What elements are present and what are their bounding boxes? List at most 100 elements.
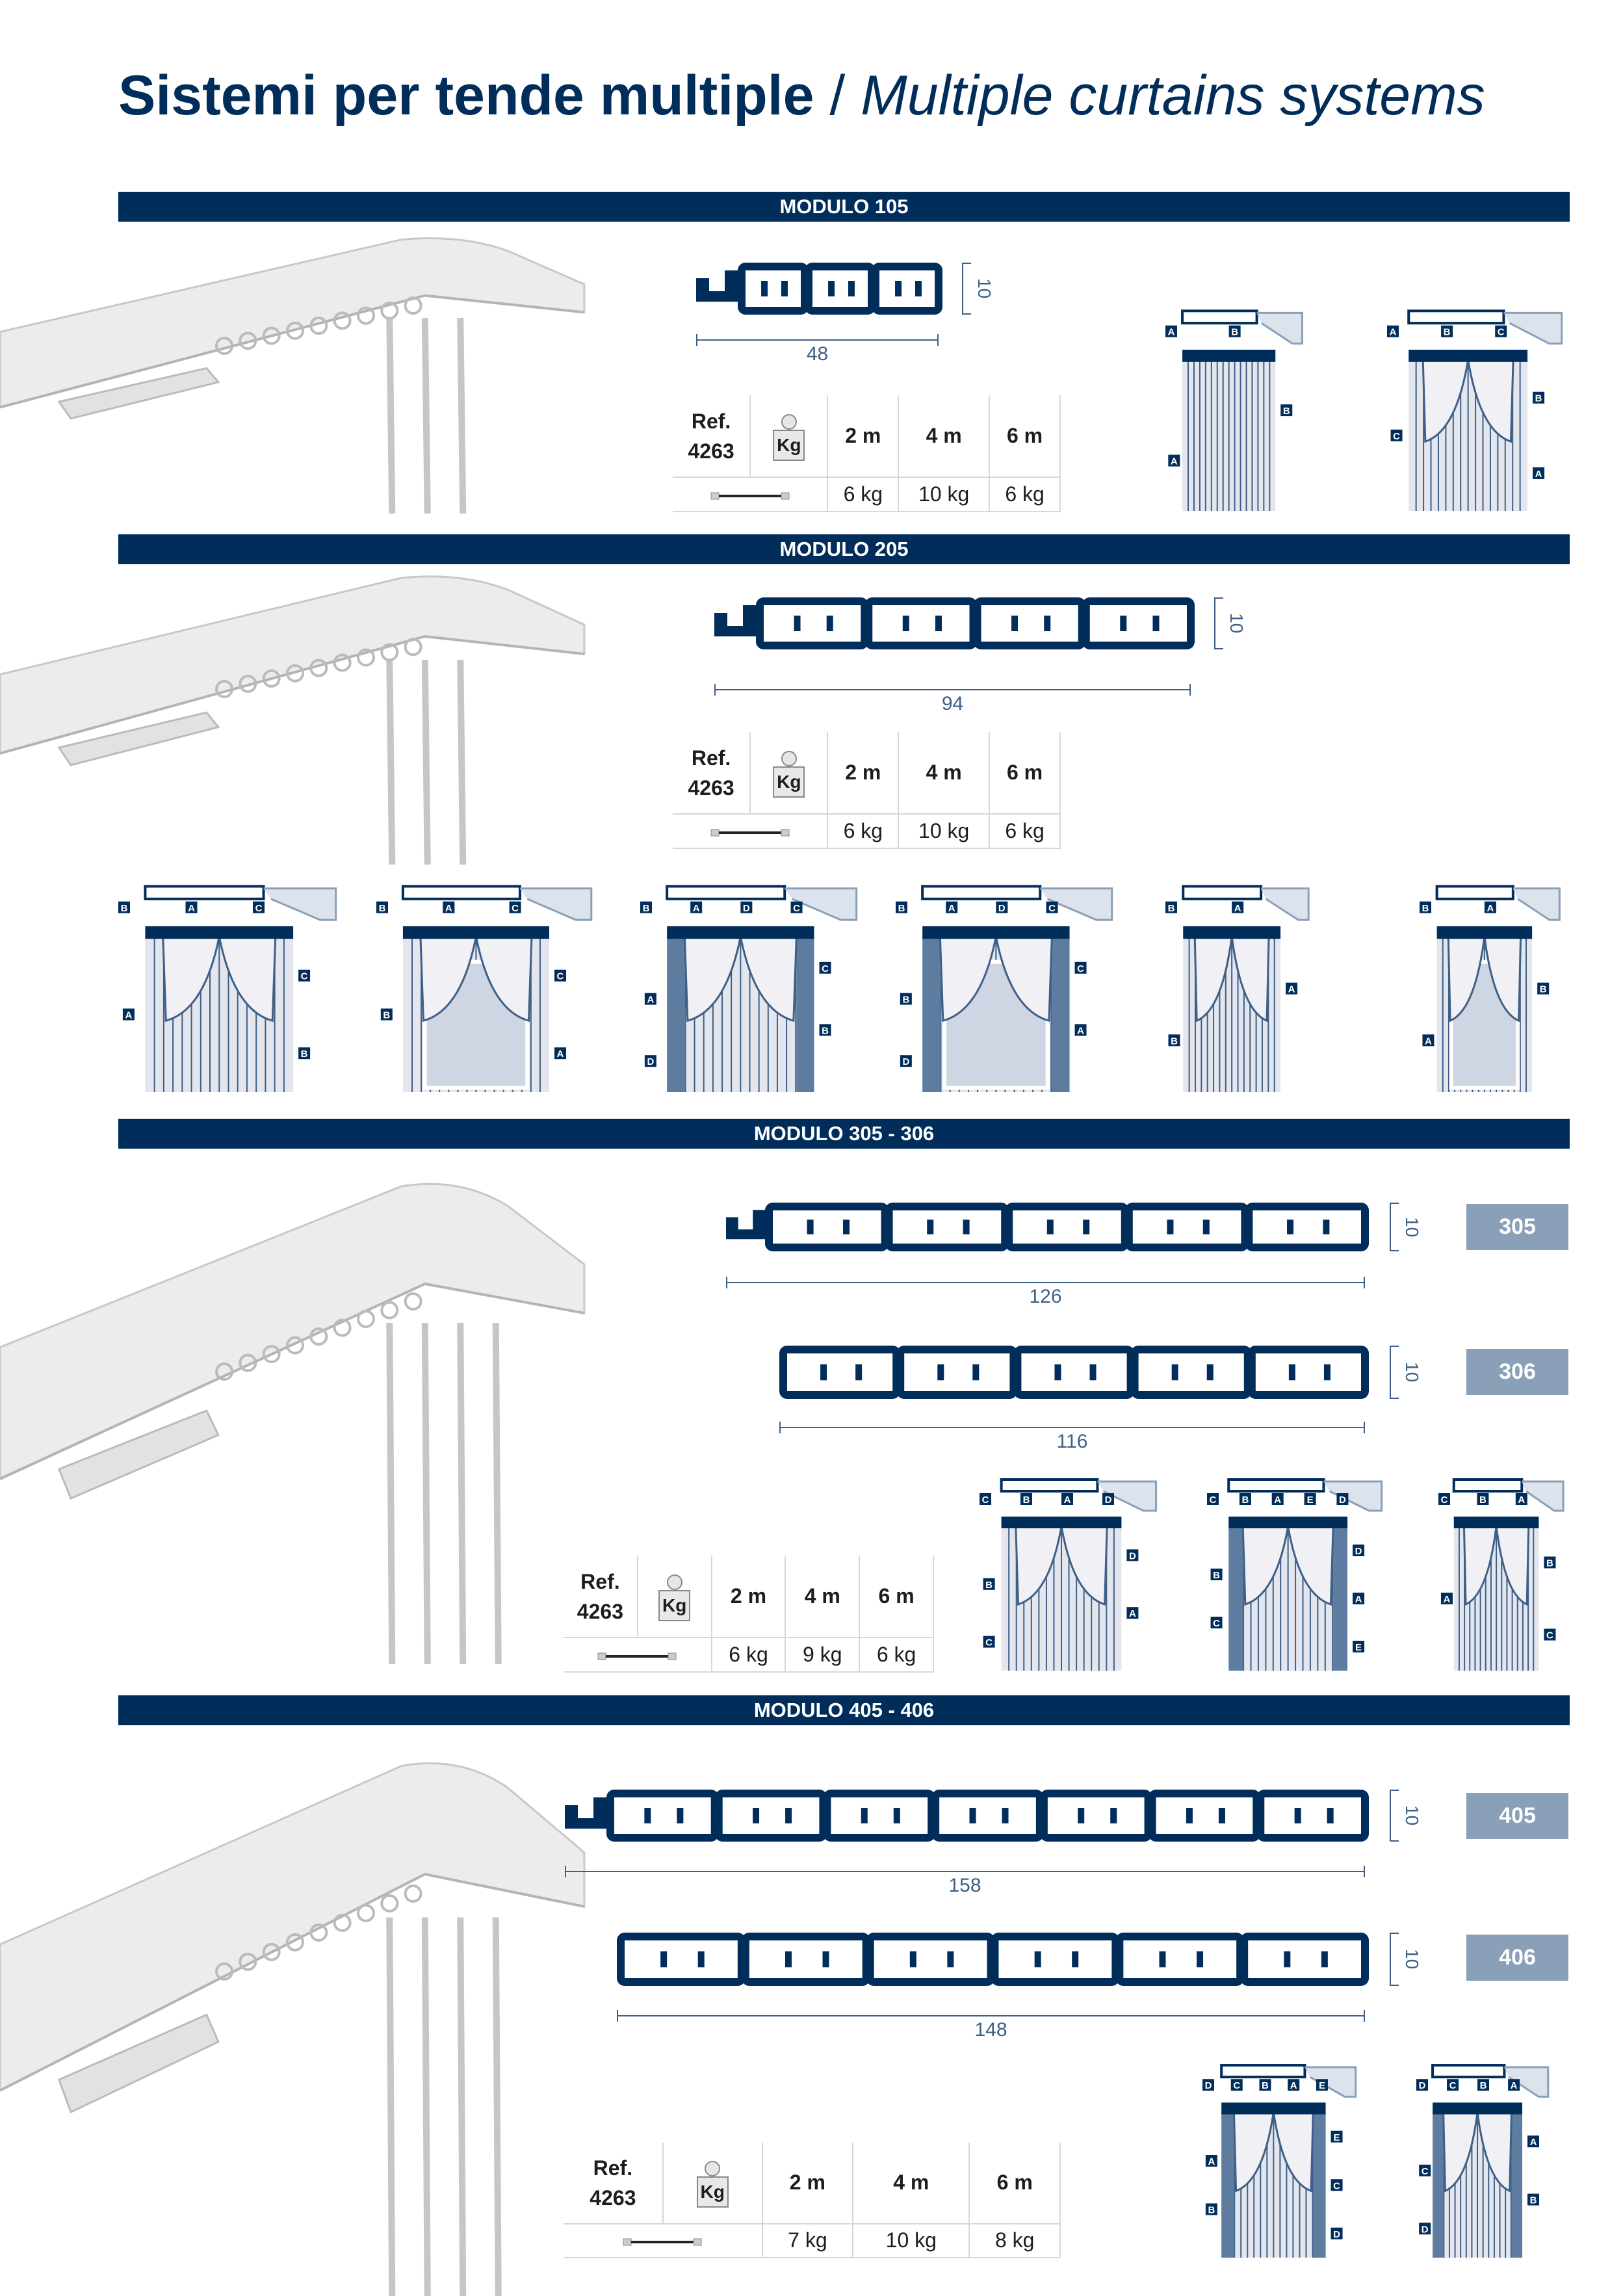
callout-label: B [1537,982,1550,995]
drape-left [162,935,221,1023]
svg-text:C: C [1441,1494,1448,1506]
ref-label: Ref. [691,746,731,770]
callout-label: C [554,969,566,982]
rail-rod-icon [710,492,790,500]
ref-label: Ref. [593,2156,633,2180]
callout-label: B [983,1578,995,1591]
svg-text:B: B [1283,406,1290,417]
svg-text:B: B [1023,1494,1030,1506]
profile-section-406 [617,1933,1370,1986]
mini-rail-profile [1452,1478,1524,1493]
model-badge: 306 [1466,1349,1568,1395]
height-dimension-line [1390,1790,1399,1842]
title-separator: / [814,64,861,127]
ref-cell: Ref.4263 [673,395,751,478]
wall-bracket [1305,2066,1357,2098]
drape-right [1230,935,1270,1023]
callout-label: A [1533,467,1545,480]
mini-rail-profile [1407,309,1505,325]
dimension-line [696,334,939,346]
drape-left [1422,359,1470,443]
drape-right [1272,2111,1314,2193]
ref-code: 4263 [577,1599,623,1623]
curtain-heading [1182,349,1276,362]
callout-label: C [253,901,265,914]
callout-label: D [900,1055,912,1067]
side-panel-right [796,936,814,1092]
drape-right [218,935,277,1023]
rail-rod-icon [597,1652,677,1660]
ref-code: 4263 [590,2185,636,2210]
dimension-width-label: 126 [1029,1286,1062,1307]
callout-label: E [1331,2130,1343,2143]
svg-text:C: C [512,903,519,914]
callout-label: B [1441,325,1453,338]
length-header: 2 m [762,2143,854,2224]
svg-text:A: A [1355,1594,1362,1605]
length-header: 6 m [969,2143,1061,2224]
curtain-heading [1001,1517,1122,1528]
load-value: 7 kg [762,2223,854,2259]
callout-label: D [1202,2079,1214,2091]
svg-text:C: C [822,963,829,974]
drape-right [1476,2111,1513,2193]
curtain-heading [1228,1517,1348,1528]
callout-label: E [1316,2079,1328,2091]
height-dimension-line [1390,1346,1399,1399]
svg-text:D: D [1333,2229,1340,2240]
curtain-heading [1221,2102,1326,2115]
drape-left [683,935,742,1023]
profile-section-306 [779,1346,1369,1399]
rail-icon-cell [564,2223,763,2259]
callout-label: B [1527,2193,1540,2206]
dimension-width-label: 148 [974,2019,1007,2041]
wall-bracket [1513,887,1561,921]
callout-label: B [1228,325,1241,338]
callout-label: D [1102,1493,1114,1506]
callout-label: B [1210,1569,1223,1581]
drape-right [1483,935,1522,1023]
callout-label: A [1508,2079,1520,2091]
callout-label: A [1527,2135,1540,2148]
weight-label: Kg [773,766,805,798]
callout-label: A [1353,1593,1365,1605]
mini-rail-profile [1431,2064,1506,2079]
drape-right [1286,1525,1334,1606]
svg-text:A: A [1208,2156,1215,2167]
callout-label: A [443,901,455,914]
svg-text:A: A [1290,2080,1297,2091]
callout-label: B [819,1024,831,1036]
model-badge: 406 [1466,1935,1568,1981]
drape-right [1495,1525,1530,1606]
height-dimension-line [1390,1203,1399,1251]
callout-label: A [1440,1593,1453,1605]
callout-label: B [1420,901,1431,914]
length-header: 6 m [989,732,1061,815]
callout-label: A [946,901,958,914]
load-value: 6 kg [989,477,1061,512]
callout-label: B [1168,1034,1180,1047]
length-header: 6 m [859,1556,934,1639]
load-value: 9 kg [785,1637,861,1673]
svg-text:A: A [188,903,195,914]
rail-icon-cell [673,477,829,512]
wall-bracket [263,887,337,921]
wall-bracket [1323,1480,1383,1512]
weight-label: Kg [658,1590,691,1622]
weight-label: Kg [696,2176,729,2208]
svg-text:C: C [793,903,800,914]
svg-text:B: B [822,1025,829,1036]
callout-label: A [1422,1034,1435,1047]
section-band-modulo-105: MODULO 105 [118,192,1570,222]
wall-bracket [1503,311,1563,345]
callout-label: B [1259,2079,1271,2091]
load-value: 6 kg [827,814,900,849]
dimension-line [565,1866,1365,1877]
callout-label: B [1544,1556,1556,1569]
length-header: 4 m [898,395,991,478]
